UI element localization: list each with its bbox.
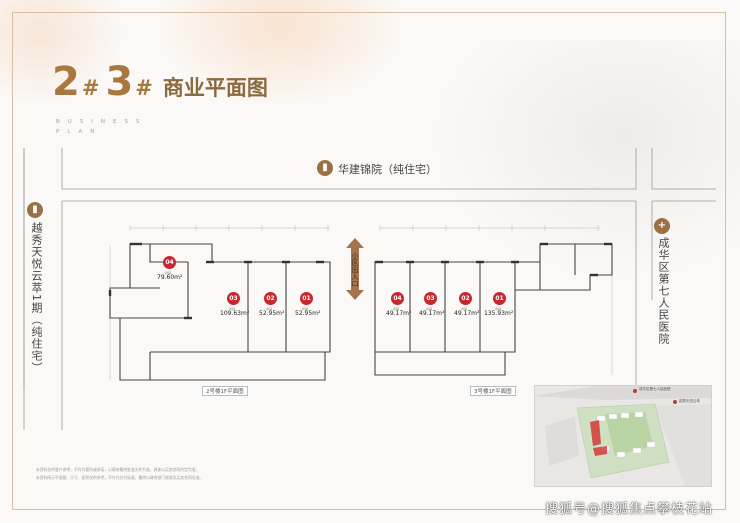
unit-type: 商铺 (165, 271, 172, 275)
hash-mark-a: # (81, 76, 100, 100)
double-arrow-icon (346, 238, 364, 300)
building-3-plan (374, 243, 613, 376)
building-number-b: 3 (105, 59, 133, 105)
unit-badge: 04 (163, 256, 176, 269)
road-edge (651, 148, 716, 190)
unit-type: 商铺 (393, 307, 400, 311)
background-glow (150, 0, 410, 110)
unit-badge: 01 (493, 292, 506, 305)
page-frame (12, 12, 726, 510)
unit-badge: 02 (264, 292, 277, 305)
unit-type: 商铺 (266, 307, 273, 311)
west-neighbor-label: 越秀天悦云萃1期（纯住宅） (30, 222, 43, 374)
unit-type: 商铺 (495, 307, 502, 311)
east-neighbor-label: 成华区第七人民医院 (657, 237, 670, 345)
unit-area: 109.63m² (220, 310, 250, 317)
building-icon: ▮ (27, 202, 43, 218)
map-label: 越秀天悦云萃 (679, 399, 700, 403)
building-2-columns (108, 242, 324, 320)
unit-area: 52.95m² (295, 310, 321, 317)
unit-type: 商铺 (426, 307, 433, 311)
plus-icon: + (654, 218, 670, 234)
background-glow (430, 40, 740, 280)
building-2-caption: 2号楼1F平面图 (202, 386, 248, 396)
unit-badge: 01 (300, 292, 313, 305)
disclaimer-notes: 本资料仅供客户参考，不作为要约或承诺，以政府最终批准文件为准，具体以买卖合同约定… (36, 466, 556, 482)
building-2-plan (109, 243, 331, 381)
unit-type: 商铺 (461, 307, 468, 311)
unit-area: 135.93m² (484, 310, 514, 317)
unit-type: 商铺 (302, 307, 309, 311)
unit-area: 49.17m² (454, 310, 480, 317)
subtitle-line-2: PLAN (56, 129, 103, 135)
hash-mark-b: # (135, 76, 153, 100)
map-label: 成华区第七人民医院 (639, 387, 671, 391)
unit-badge: 03 (424, 292, 437, 305)
unit-area: 52.95m² (259, 310, 285, 317)
page-subtitle: BUSINESS PLAN (56, 117, 156, 137)
note-line: 本资料仅供客户参考，不作为要约或承诺，以政府最终批准文件为准，具体以买卖合同约定… (36, 467, 200, 472)
building-number-a: 2 (52, 59, 80, 105)
unit-type: 商铺 (229, 307, 236, 311)
entrance-label: 小区出入口 (351, 252, 359, 287)
dimension-lines-2 (109, 225, 330, 380)
map-graphic (535, 386, 711, 486)
subtitle-line-1: BUSINESS (56, 119, 148, 125)
unit-badge: 04 (391, 292, 404, 305)
unit-area: 49.17m² (419, 310, 445, 317)
unit-area: 79.60m² (157, 274, 183, 281)
site-location-map: 成华区第七人民医院 越秀天悦云萃 (534, 385, 712, 487)
note-line: 本资料所示平面图、尺寸、面积仅供参考，不作为交付标准，最终以政府部门核准及买卖合… (36, 475, 204, 480)
source-watermark: 搜狐号@搜狐焦点攀枝花站 (545, 502, 714, 517)
unit-badge: 03 (227, 292, 240, 305)
road-edge (61, 148, 637, 190)
building-icon: ▮ (317, 160, 333, 176)
title-text: 商业平面图 (162, 76, 268, 100)
unit-badge: 02 (459, 292, 472, 305)
background-glow (0, 0, 130, 110)
unit-area: 49.17m² (386, 310, 412, 317)
building-3-caption: 3号楼1F平面图 (470, 386, 516, 396)
north-neighbor-label: 华建锦院（纯住宅） (338, 163, 437, 176)
building-3-columns (375, 242, 612, 277)
page-title: 2#3#商业平面图 (52, 62, 268, 102)
